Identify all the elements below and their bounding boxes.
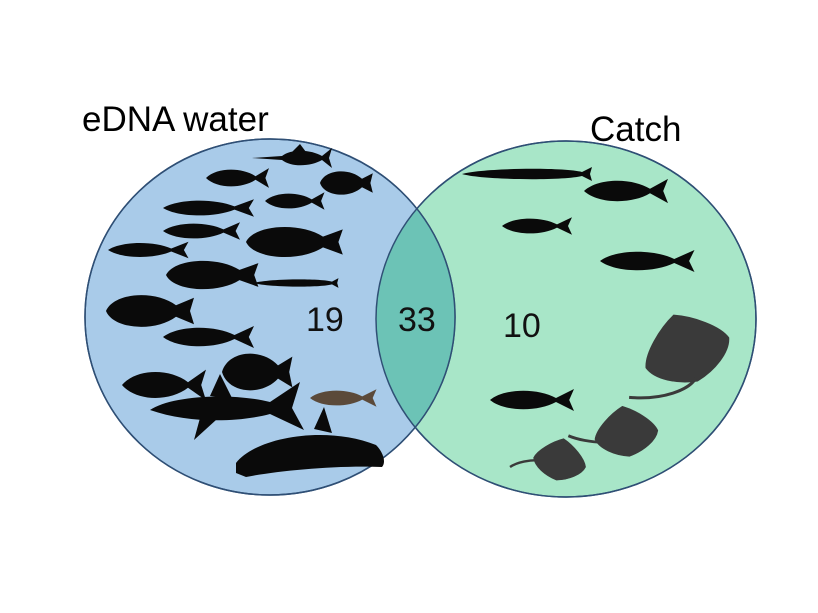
edna-water-label: eDNA water bbox=[82, 100, 269, 139]
ray-icon bbox=[567, 401, 662, 462]
catch-label: Catch bbox=[590, 110, 681, 149]
catch-ray-silhouettes bbox=[509, 299, 740, 485]
ray-icon bbox=[628, 299, 740, 400]
shark-icon bbox=[150, 374, 304, 440]
catch-circle-outline bbox=[375, 140, 757, 498]
catch-only-count: 10 bbox=[503, 307, 541, 345]
edna-water-circle-outline bbox=[84, 138, 456, 496]
swordfish-icon bbox=[252, 144, 332, 168]
dolphin-icon bbox=[236, 407, 384, 477]
edna-only-count: 19 bbox=[306, 301, 344, 339]
overlap-count: 33 bbox=[398, 301, 436, 339]
edna-fish-silhouettes bbox=[106, 144, 384, 477]
ray-icon bbox=[509, 433, 591, 485]
